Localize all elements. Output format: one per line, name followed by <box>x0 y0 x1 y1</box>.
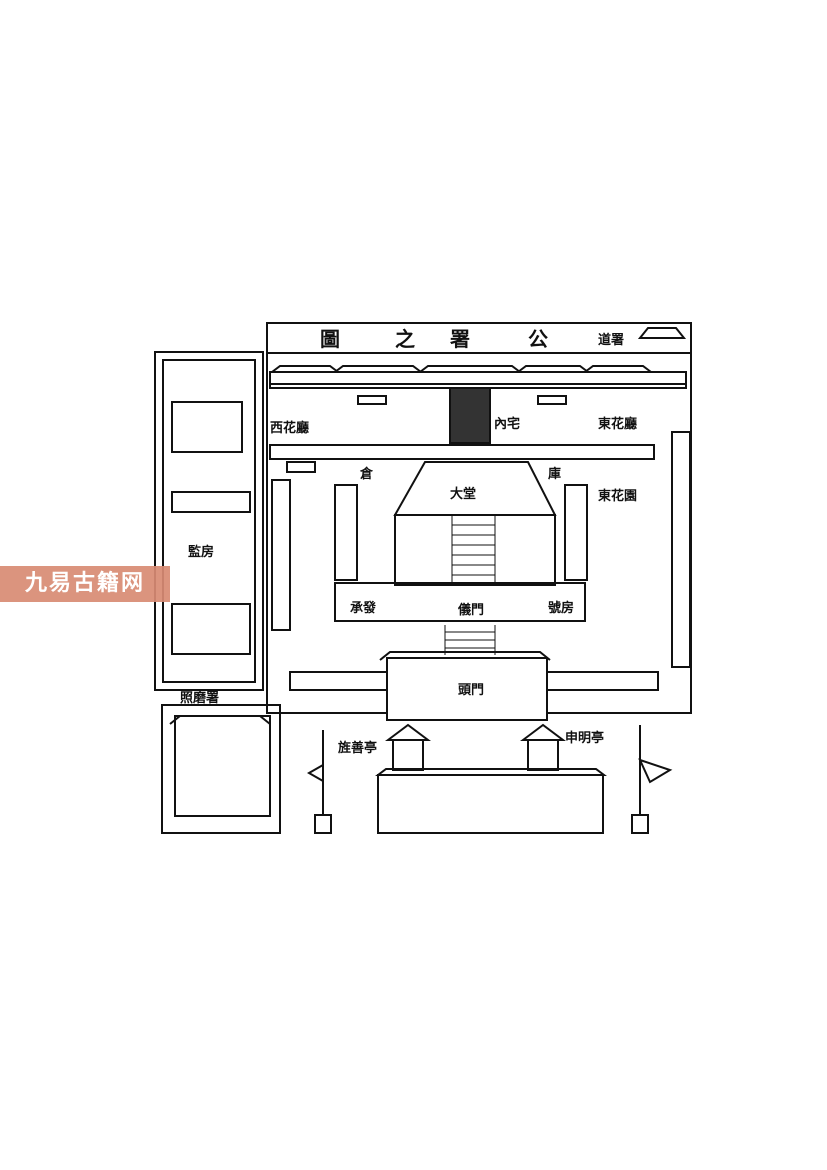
title-char-2: 署 <box>450 327 470 351</box>
title-char-1: 公 <box>528 327 548 351</box>
label-chengfa: 承發 <box>350 600 376 616</box>
label-haofang: 號房 <box>548 600 574 616</box>
label-toumen: 頭門 <box>458 683 484 698</box>
yimen-row <box>334 582 586 622</box>
pavilions <box>385 723 566 741</box>
label-treasury: 庫 <box>548 466 561 482</box>
label-west-hall: 西花廳 <box>270 420 309 436</box>
prison-frame <box>154 351 264 691</box>
label-jianfang: 監房 <box>188 544 214 560</box>
label-yimen: 儀門 <box>457 602 484 618</box>
label-inner-residence: 內宅 <box>494 416 520 432</box>
roof-row-second <box>269 444 655 460</box>
label-east-hall: 東花廳 <box>598 416 637 432</box>
title-char-3: 之 <box>395 327 415 351</box>
label-daoshu: 道署 <box>598 332 624 348</box>
label-zhaomo: 照磨署 <box>180 690 219 706</box>
front-gate <box>386 657 548 721</box>
label-main-hall: 大堂 <box>450 486 476 502</box>
label-shenming: 申明亭 <box>565 730 604 746</box>
label-east-garden: 東花園 <box>598 488 637 504</box>
label-jingshan: 旌善亭 <box>338 740 377 756</box>
zhaomo-frame <box>161 704 281 834</box>
roof-row-top <box>269 365 687 389</box>
inner-gate <box>449 387 491 444</box>
label-granary: 倉 <box>359 466 374 482</box>
title-char-4: 圖 <box>320 327 340 351</box>
watermark: 九易古籍网 <box>0 566 170 602</box>
